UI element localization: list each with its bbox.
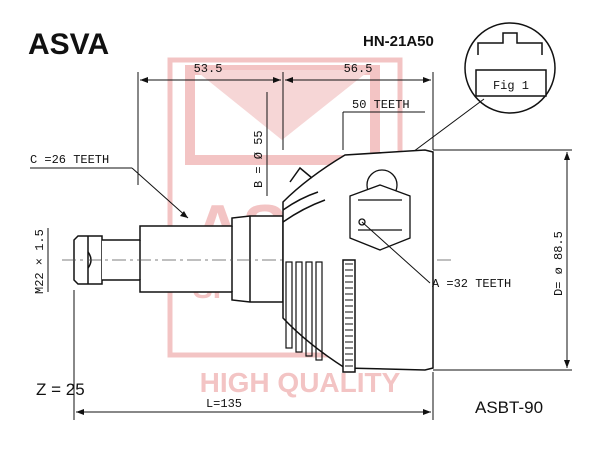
dim-bearing-b: B = Ø 55 — [252, 130, 266, 188]
dim-d-lines — [433, 149, 572, 371]
dim-width-right: 56.5 — [344, 62, 373, 76]
fig1-label-box — [475, 69, 547, 97]
fig1-circle — [464, 22, 556, 114]
dim-thread: M22 × 1.5 — [33, 229, 47, 294]
fig1-spline-tooth — [477, 32, 543, 55]
fig1-label: Fig 1 — [493, 79, 529, 93]
housing-ribs — [285, 261, 323, 361]
inner-race — [349, 169, 411, 251]
catalog-code: ASBT-90 — [475, 398, 543, 417]
part-number: HN-21A50 — [363, 33, 434, 50]
dim-width-left: 53.5 — [194, 62, 223, 76]
abs-ring-teeth — [345, 263, 353, 367]
fig1-detail: Fig 1 — [381, 22, 556, 176]
dim-length-l: L=135 — [206, 397, 242, 411]
watermark-slogan: HIGH QUALITY — [200, 367, 401, 398]
dim-spline-c: C =26 TEETH — [30, 153, 109, 167]
dim-l-lines — [73, 290, 434, 420]
top-dimensions — [137, 72, 434, 185]
dim-abs-teeth: 50 TEETH — [352, 98, 410, 112]
brand-logo: ASVA — [28, 28, 109, 61]
z-count: Z = 25 — [36, 380, 85, 399]
dim-outer-d: D= ø 88.5 — [552, 231, 566, 296]
top-arrows — [140, 77, 431, 83]
dim-spline-a: A =32 TEETH — [432, 277, 511, 291]
shaft-assembly — [73, 215, 284, 303]
